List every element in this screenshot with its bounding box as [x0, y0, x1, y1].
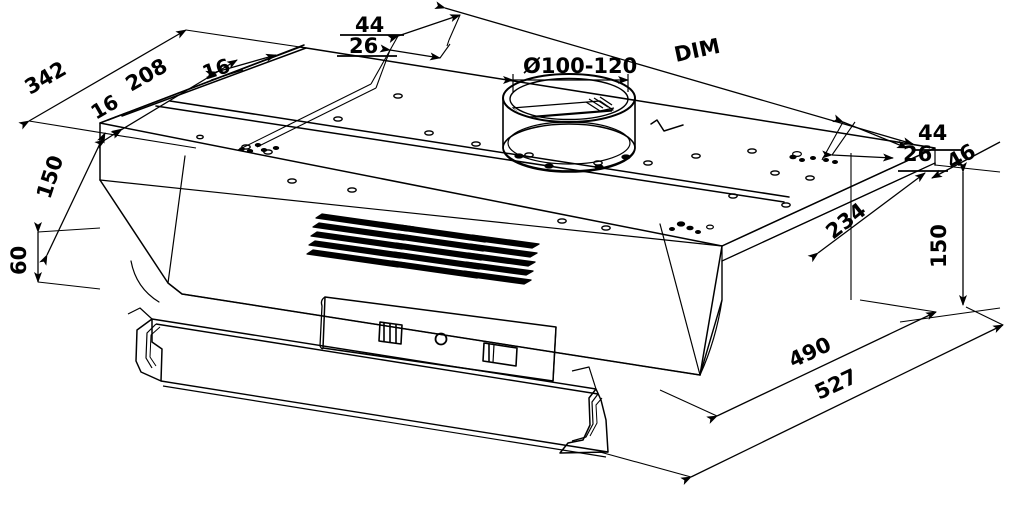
top-plate-fold-line	[169, 100, 790, 198]
dim-line-16-left	[94, 128, 123, 149]
ext-490-right	[859, 299, 937, 313]
dim-line-16-right	[205, 53, 277, 79]
dim-label-26-top: 26	[349, 34, 378, 58]
left-chamfer-line	[167, 155, 186, 284]
ext-60-top	[37, 227, 101, 233]
front-slope-top-edge	[99, 179, 723, 247]
visor-right-inner-2	[589, 397, 603, 437]
top-plate-fold-line-2	[155, 105, 785, 203]
indicator-lamp	[434, 332, 448, 346]
ext-527-right	[965, 306, 1004, 326]
leader-hole-b	[256, 87, 377, 148]
dim-line-26-top	[379, 44, 441, 61]
grease-filter-grille	[306, 213, 540, 285]
dim-line-46	[931, 141, 1001, 179]
leader-hole-a	[237, 83, 372, 151]
dim-line-44-right	[832, 114, 908, 149]
visor-left-tab	[127, 307, 153, 320]
visor-left-inner	[145, 323, 157, 369]
visor-top-rail-2	[155, 323, 599, 395]
control-panel-left-edge	[319, 296, 326, 350]
visor-top-rail	[151, 318, 597, 390]
left-rounded-corner	[130, 260, 160, 303]
control-panel-right-edge	[552, 326, 557, 382]
fan-slider-switch[interactable]	[482, 342, 518, 367]
visor-right-inner	[571, 393, 599, 442]
dim-line-234	[807, 172, 926, 263]
leader-26r	[831, 121, 856, 156]
dimension-lines-right	[807, 114, 1001, 323]
fascia-bottom-edge	[167, 282, 701, 376]
dim-label-60-left: 60	[7, 246, 31, 275]
ext-150r-top	[934, 164, 1001, 173]
control-panel[interactable]	[319, 296, 557, 382]
visor-left-bracket	[135, 318, 163, 382]
dim-label-150-right: 150	[927, 224, 951, 268]
visor-right-bracket	[559, 388, 609, 454]
ext-527-left	[599, 451, 692, 478]
dimension-lines-top-left	[18, 29, 301, 290]
pull-out-visor-panel[interactable]	[127, 307, 609, 458]
dim-line-342	[18, 29, 187, 130]
dim-line-150-left	[39, 132, 106, 266]
leader-44	[370, 35, 399, 85]
visor-right-tab	[571, 366, 597, 390]
dim-label-duct-diameter: Ø100-120	[523, 54, 637, 78]
ext-342-upper	[185, 29, 301, 48]
dim-label-26-right: 26	[903, 142, 932, 166]
dimension-lines-bottom	[599, 299, 1004, 485]
visor-bottom-rail-2	[162, 385, 607, 458]
visor-left-inner-2	[149, 326, 161, 367]
dim-label-44-right: 44	[918, 121, 947, 145]
leader-26	[375, 49, 391, 89]
ext-16-right	[210, 69, 244, 81]
dim-line-26-right	[821, 150, 894, 162]
dim-line-527	[680, 324, 1004, 485]
ext-60-bottom	[37, 281, 101, 290]
dim-label-44-top: 44	[355, 13, 384, 37]
leader-44r	[821, 121, 844, 161]
visor-bottom-rail	[160, 380, 609, 453]
light-slider-switch[interactable]	[378, 321, 403, 345]
grille-panel-3	[457, 234, 540, 285]
